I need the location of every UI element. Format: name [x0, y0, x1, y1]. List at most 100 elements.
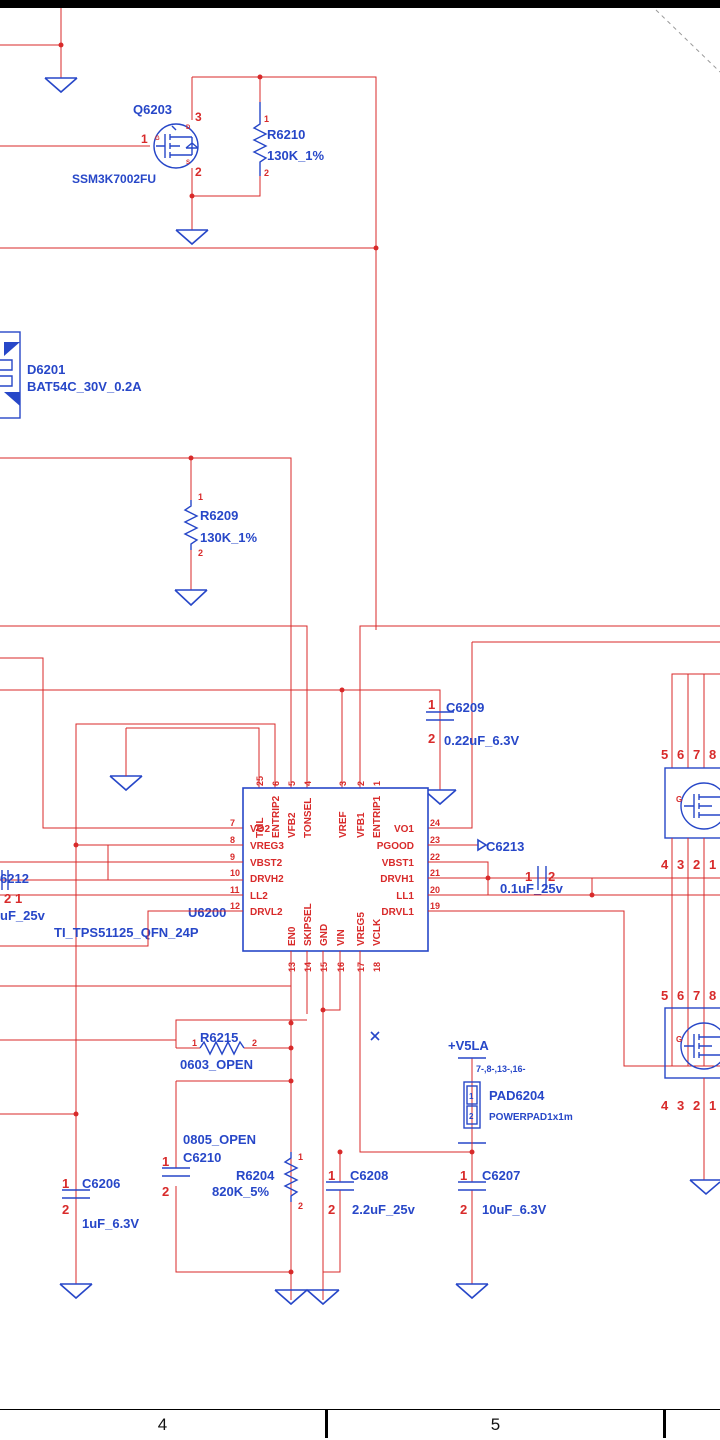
lower-mosfet-pin-8: 8 — [709, 988, 716, 1003]
footer-cell-4: 4 — [0, 1410, 328, 1438]
lower-mosfet: G 5 6 7 8 4 3 2 1 — [661, 988, 720, 1196]
c6212-capacitor: 6212 2 1 uF_25v — [0, 870, 46, 923]
u6200-pin-skipsel-label: SKIPSEL — [303, 903, 314, 946]
u6200-body — [242, 787, 429, 952]
c6207-ref: C6207 — [482, 1168, 520, 1183]
bottom-net-wires — [175, 951, 475, 1300]
u6200-pin-vref-label: VREF — [338, 811, 349, 838]
u6200-pin-ll1-label: LL1 — [396, 891, 414, 902]
c6212-pin2: 2 — [4, 891, 11, 906]
u6200-pin-drvl1-label: DRVL1 — [381, 907, 414, 918]
c6207-pin2: 2 — [460, 1202, 467, 1217]
u6200-pin-drvl2-label: DRVL2 — [250, 907, 283, 918]
u6200-pin-vbst2-label: VBST2 — [250, 858, 283, 869]
pgood-arrow-icon — [477, 838, 488, 852]
r6215-pin1: 1 — [192, 1038, 197, 1048]
bottom-double-ground-icon — [274, 1288, 340, 1306]
q6203-gate-letter: G — [155, 136, 160, 142]
ic-left-wires — [0, 842, 291, 1115]
q6203-source-letter: S — [186, 160, 190, 166]
c6210-pin1: 1 — [162, 1154, 169, 1169]
c6208-pin2: 2 — [328, 1202, 335, 1217]
u6200-part: TI_TPS51125_QFN_24P — [54, 925, 199, 940]
top-border-bar — [0, 0, 720, 8]
lower-mosfet-pin-7: 7 — [693, 988, 700, 1003]
u6200-pin-6-number: 6 — [271, 781, 281, 786]
corner-dashed-line — [655, 9, 720, 73]
r6210-resistor: 1 2 R6210 130K_1% — [252, 102, 325, 178]
r6209-value: 130K_1% — [200, 530, 258, 545]
c6207-capacitor: 1 2 C6207 10uF_6.3V — [455, 1152, 547, 1300]
r6209-pin2: 2 — [198, 548, 203, 558]
pad6204-pin2: 2 — [469, 1112, 474, 1121]
q6203-ground-icon — [175, 229, 209, 246]
upper-mosfet: G 5 6 7 8 4 3 2 1 — [661, 673, 720, 1066]
pad6204-part: POWERPAD1x1m — [489, 1112, 573, 1123]
footer-cell-5: 5 — [328, 1410, 666, 1438]
u6200-pin-13-number: 13 — [287, 962, 297, 972]
q6203-ref: Q6203 — [133, 102, 172, 117]
c6213-ref: C6213 — [486, 839, 524, 854]
upper-mosfet-pin-1: 1 — [709, 857, 716, 872]
pad6204-pin1: 1 — [469, 1092, 474, 1101]
u6200-pin-vreg5-label: VREG5 — [356, 912, 367, 946]
c6213-value: 0.1uF_25v — [500, 881, 564, 896]
c6206-pin2: 2 — [62, 1202, 69, 1217]
c6210-capacitor: 0805_OPEN C6210 1 2 — [162, 1132, 256, 1199]
tml-ground-icon — [109, 775, 143, 792]
upper-mosfet-pin-4: 4 — [661, 857, 669, 872]
c6206-ground-icon — [59, 1283, 93, 1300]
upper-mosfet-pin-8: 8 — [709, 747, 716, 762]
q6203-mosfet: 1 3 2 G D S Q6203 SSM3K7002FU — [0, 74, 379, 630]
u6200-pin-17-number: 17 — [356, 962, 366, 972]
u6200-pin-8-number: 8 — [230, 835, 235, 845]
u6200-pin-tml-label: TML — [255, 817, 266, 838]
r6209-pin1: 1 — [198, 492, 203, 502]
u6200-pin-18-number: 18 — [372, 962, 382, 972]
u6200-pin-vfb1-label: VFB1 — [356, 812, 367, 838]
u6200-pin-11-number: 11 — [230, 885, 240, 895]
upper-mosfet-gate-letter: G — [676, 795, 682, 804]
c6210-value: 0805_OPEN — [183, 1132, 256, 1147]
u6200-pin-vclk-label: VCLK — [372, 918, 383, 946]
u6200-pin-23-number: 23 — [430, 835, 440, 845]
lower-mosfet-pin-5: 5 — [661, 988, 668, 1003]
c6209-value: 0.22uF_6.3V — [444, 733, 519, 748]
u6200-pin-vreg3-label: VREG3 — [250, 841, 284, 852]
u6200-pin-12-number: 12 — [230, 901, 240, 911]
u6200-pin-entrip1-label: ENTRIP1 — [372, 795, 383, 838]
u6200-pin-vin-label: VIN — [336, 929, 347, 946]
r6215-value: 0603_OPEN — [180, 1057, 253, 1072]
c6207-pin1: 1 — [460, 1168, 467, 1183]
vclk-no-connect-icon — [370, 1031, 380, 1041]
u6200-pin-21-number: 21 — [430, 868, 440, 878]
v5la-pad6204: +V5LA 7-,8-,13-,16- 1 2 PAD6204 POWERPAD… — [448, 1038, 573, 1153]
u6200-pin-9-number: 9 — [230, 852, 235, 862]
u6200-pin-24-number: 24 — [430, 818, 440, 828]
u6200-pin-10-number: 10 — [230, 868, 240, 878]
upper-mosfet-pin-2: 2 — [693, 857, 700, 872]
u6200-pin-4-number: 4 — [303, 781, 313, 786]
u6200-pin-3-number: 3 — [338, 781, 348, 786]
r6215-ref: R6215 — [200, 1030, 238, 1045]
u6200-pin-pgood-label: PGOOD — [377, 841, 414, 852]
r6204-pin1: 1 — [298, 1152, 303, 1162]
u6200-pin-vo2-label: VO2 — [250, 824, 270, 835]
upper-mosfet-pin-3: 3 — [677, 857, 684, 872]
r6210-pin1: 1 — [264, 114, 269, 124]
upper-mosfet-pin-7: 7 — [693, 747, 700, 762]
c6207-value: 10uF_6.3V — [482, 1202, 547, 1217]
u6200-pin-5-number: 5 — [287, 781, 297, 786]
u6200-pin-ll2-label: LL2 — [250, 891, 268, 902]
lower-mosfet-ground-icon — [689, 1179, 720, 1196]
u6200-pin-20-number: 20 — [430, 885, 440, 895]
c6209-pin1: 1 — [428, 697, 435, 712]
q6203-pin-drain: 3 — [195, 110, 202, 124]
c6209-ground-icon — [423, 789, 457, 806]
c6212-ref: 6212 — [0, 871, 29, 886]
lower-mosfet-pin-3: 3 — [677, 1098, 684, 1113]
r6209-ref: R6209 — [200, 508, 238, 523]
d6201-ref: D6201 — [27, 362, 65, 377]
q6203-pin-gate: 1 — [141, 132, 148, 146]
c6212-pin1: 1 — [15, 891, 22, 906]
